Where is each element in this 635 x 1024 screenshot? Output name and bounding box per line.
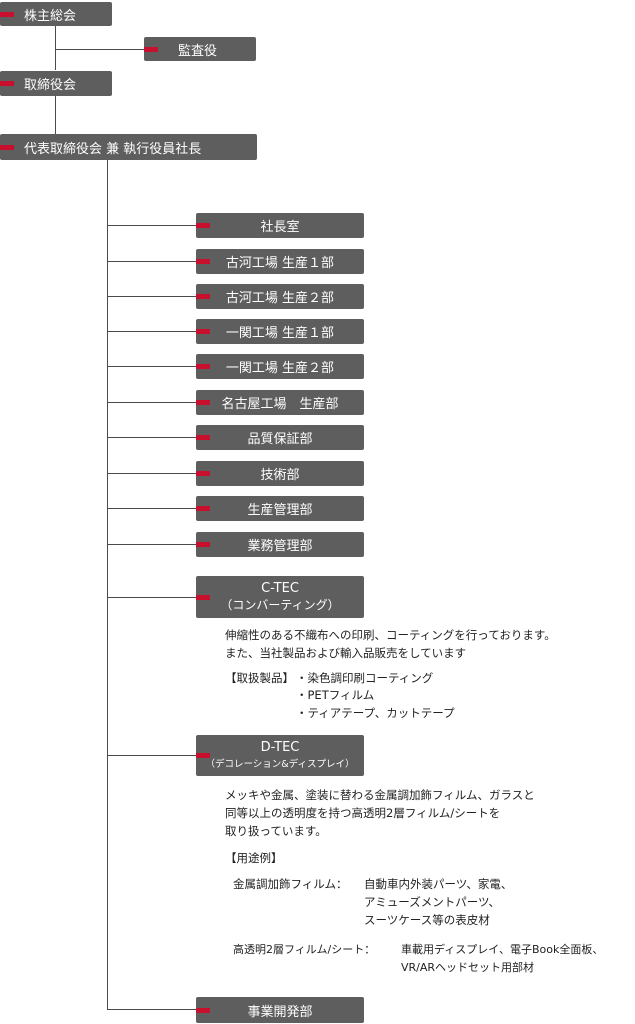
ctec-title: C-TEC <box>261 581 299 596</box>
red-marker <box>196 753 210 758</box>
branch-connector <box>107 1009 196 1010</box>
red-marker <box>196 506 210 511</box>
dtec-use1-label: 金属調加飾フィルム： <box>233 877 348 891</box>
ctec-product-3: ・ティアテープ、カットテープ <box>296 706 455 720</box>
dtec-use1-line-3: スーツケース等の表皮材 <box>364 913 490 927</box>
ctec-box: C-TEC （コンバーティング） <box>196 576 364 618</box>
department-box: 品質保証部 <box>196 425 364 450</box>
department-box: 一関工場 生産２部 <box>196 354 364 379</box>
red-marker <box>196 594 210 600</box>
branch-connector <box>107 366 196 367</box>
president-label: 代表取締役会 兼 執行役員社長 <box>24 141 202 157</box>
ctec-product-2: ・PETフィルム <box>296 688 375 702</box>
connector-main-trunk <box>107 160 108 1010</box>
department-box: 古河工場 生産１部 <box>196 249 364 274</box>
dtec-uses-label: 【用途例】 <box>225 851 283 865</box>
red-marker <box>0 144 14 150</box>
branch-connector <box>107 225 196 226</box>
department-label: 業務管理部 <box>247 539 313 554</box>
dtec-subtitle: （デコレーション&ディスプレイ） <box>205 758 355 770</box>
red-marker <box>0 11 14 17</box>
department-label: 一関工場 生産１部 <box>225 326 335 341</box>
red-marker <box>196 223 210 228</box>
department-label: 技術部 <box>260 468 300 483</box>
branch-connector <box>107 544 196 545</box>
dtec-use1-line-2: アミューズメントパーツ、 <box>364 895 501 909</box>
ctec-desc-line-1: 伸縮性のある不織布への印刷、コーティングを行っております。 <box>225 628 556 642</box>
business-development-box: 事業開発部 <box>196 997 364 1023</box>
dtec-desc-line-3: 取り扱っています。 <box>225 824 327 838</box>
department-label: 古河工場 生産２部 <box>225 291 335 306</box>
department-box: 名古屋工場 生産部 <box>196 390 364 415</box>
ctec-product-1: ・染色調印刷コーティング <box>296 671 434 685</box>
red-marker <box>196 400 210 405</box>
department-label: 生産管理部 <box>247 503 313 518</box>
branch-connector <box>107 296 196 297</box>
shareholders-meeting-box: 株主総会 <box>0 2 112 26</box>
department-label: 社長室 <box>260 220 300 235</box>
ctec-desc-line-2: また、当社製品および輸入品販売をしています <box>225 646 467 660</box>
department-label: 名古屋工場 生産部 <box>221 397 339 412</box>
connector-board-president <box>55 96 56 134</box>
red-marker <box>196 435 210 440</box>
branch-connector <box>107 597 196 598</box>
ctec-products-label: 【取扱製品】 <box>225 671 294 685</box>
branch-connector <box>107 402 196 403</box>
red-marker <box>196 471 210 476</box>
dtec-use2-line-1: 車載用ディスプレイ、電子Book全面板、 <box>401 943 604 956</box>
branch-connector <box>107 473 196 474</box>
department-box: 社長室 <box>196 213 364 238</box>
dtec-desc-line-2: 同等以上の透明度を持つ高透明2層フィルム/シートを <box>225 806 501 820</box>
red-marker <box>144 46 158 52</box>
branch-connector <box>107 755 196 756</box>
auditor-label: 監査役 <box>178 43 218 59</box>
department-box: 業務管理部 <box>196 532 364 557</box>
red-marker <box>0 81 14 86</box>
dtec-use1-line-1: 自動車内外装パーツ、家電、 <box>364 877 513 891</box>
connector-auditor <box>55 49 145 50</box>
connector-top-vertical <box>55 25 56 70</box>
president-box: 代表取締役会 兼 執行役員社長 <box>0 134 257 160</box>
red-marker <box>196 1007 210 1013</box>
red-marker <box>196 364 210 369</box>
department-box: 一関工場 生産１部 <box>196 319 364 344</box>
dtec-use2-label: 高透明2層フィルム/シート： <box>233 943 376 956</box>
dtec-use2-line-2: VR/ARヘッドセット用部材 <box>401 961 535 974</box>
branch-connector <box>107 508 196 509</box>
red-marker <box>196 294 210 299</box>
red-marker <box>196 259 210 264</box>
branch-connector <box>107 261 196 262</box>
red-marker <box>196 542 210 547</box>
shareholders-meeting-label: 株主総会 <box>24 8 77 24</box>
business-development-label: 事業開発部 <box>247 1004 313 1020</box>
department-box: 古河工場 生産２部 <box>196 284 364 309</box>
board-box: 取締役会 <box>0 71 112 96</box>
auditor-box: 監査役 <box>144 37 256 61</box>
department-label: 一関工場 生産２部 <box>225 361 335 376</box>
ctec-subtitle: （コンバーティング） <box>220 598 340 612</box>
board-label: 取締役会 <box>24 78 77 93</box>
branch-connector <box>107 437 196 438</box>
red-marker <box>196 329 210 334</box>
department-box: 生産管理部 <box>196 496 364 521</box>
branch-connector <box>107 331 196 332</box>
department-box: 技術部 <box>196 461 364 486</box>
department-label: 品質保証部 <box>247 432 313 447</box>
dtec-title: D-TEC <box>260 739 300 755</box>
department-label: 古河工場 生産１部 <box>225 256 335 271</box>
dtec-box: D-TEC （デコレーション&ディスプレイ） <box>196 735 364 776</box>
dtec-desc-line-1: メッキや金属、塗装に替わる金属調加飾フィルム、ガラスと <box>225 788 535 802</box>
